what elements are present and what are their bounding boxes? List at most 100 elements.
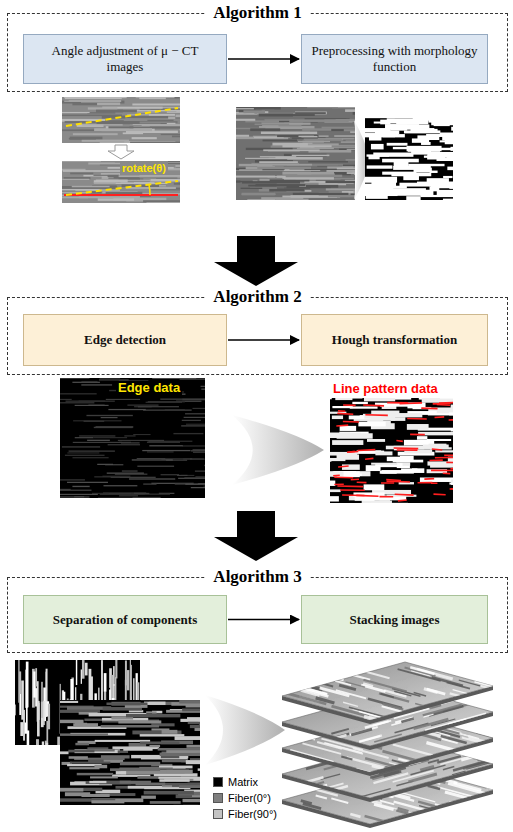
fiber-streak [241, 193, 275, 195]
fiber-streak [475, 681, 502, 688]
fiber-streak [132, 137, 157, 139]
fiber-streak [321, 774, 341, 779]
fiber-streak [425, 759, 451, 766]
fiber-streak [36, 739, 39, 745]
fiber-streak [380, 694, 393, 698]
fiber-streak [161, 134, 180, 135]
fiber-streak [486, 782, 513, 790]
fiber-streak [191, 450, 205, 451]
fiber-streak [277, 187, 310, 188]
fiber-streak [346, 140, 355, 141]
fiber-streak [162, 759, 188, 762]
fiber-streak [161, 474, 180, 475]
fiber-streak [81, 384, 112, 385]
fiber-streak [263, 149, 319, 151]
fiber-streak [99, 378, 120, 379]
fiber-streak [277, 135, 318, 137]
fiber-streak [415, 717, 457, 728]
fiber-streak [297, 148, 334, 149]
fiber-streak [149, 114, 175, 116]
fiber-streak [156, 177, 180, 178]
process-box: Edge detection [23, 314, 227, 366]
group-title: Algorithm 3 [205, 567, 309, 587]
fiber-streak [427, 439, 451, 441]
fiber-streak [195, 476, 205, 477]
fiber-streak [371, 182, 396, 188]
fiber-streak [67, 482, 108, 483]
fiber-streak [306, 185, 338, 188]
fiber-streak [443, 199, 453, 200]
fiber-streak [201, 389, 205, 390]
fiber-streak [186, 760, 200, 764]
fiber-streak [426, 743, 459, 752]
hough-line [338, 465, 348, 467]
fiber-streak [483, 776, 513, 787]
fiber-streak [471, 810, 501, 818]
fiber-streak [427, 779, 463, 789]
fiber-streak [493, 718, 513, 725]
hough-line [421, 407, 437, 409]
fiber-streak [73, 723, 98, 726]
fiber-streak [404, 130, 440, 133]
fiber-streak [108, 126, 133, 128]
fiber-streak [472, 809, 506, 818]
fiber-streak [257, 167, 311, 169]
ct-image [236, 107, 355, 200]
fiber-streak [488, 778, 503, 782]
fiber-streak [62, 115, 122, 117]
fiber-streak [350, 406, 378, 408]
fiber-streak [303, 804, 321, 809]
fiber-streak [438, 787, 475, 797]
angle-annotation: rotate(θ) [120, 161, 168, 175]
legend-text: Fiber(0°) [228, 791, 271, 805]
fiber-streak [412, 730, 439, 738]
process-box: Angle adjustment of μ − CT images [23, 34, 227, 84]
fiber-streak [330, 452, 357, 456]
fiber-streak [417, 711, 427, 714]
fiber-streak [167, 112, 180, 113]
fiber-streak [476, 778, 500, 785]
algorithm-group: Algorithm 1Angle adjustment of μ − CT im… [7, 13, 508, 92]
fiber-streak [316, 795, 327, 798]
fiber-streak [473, 799, 490, 804]
fiber-streak [245, 158, 294, 159]
legend-swatch [213, 777, 223, 787]
tilt-reference-line [66, 181, 178, 195]
fiber-streak [477, 749, 513, 760]
fiber-streak [60, 393, 97, 394]
fiber-streak [325, 821, 361, 831]
fiber-streak [182, 399, 205, 400]
fiber-streak [72, 486, 89, 487]
fiber-streak [340, 426, 356, 431]
fiber-streak [68, 750, 94, 753]
fiber-streak [62, 161, 101, 162]
fiber-streak [292, 155, 330, 157]
fiber-streak [393, 166, 431, 170]
fiber-streak [451, 428, 453, 431]
fiber-streak [491, 725, 513, 734]
fiber-streak [493, 707, 513, 714]
fiber-streak [373, 152, 413, 156]
legend-text: Matrix [228, 775, 258, 789]
fiber-streak [480, 686, 512, 695]
fiber-streak [239, 164, 273, 166]
fiber-streak [104, 673, 107, 691]
fiber-streak [332, 416, 343, 420]
fiber-streak [479, 768, 513, 778]
fiber-streak [381, 470, 414, 474]
fiber-streak [449, 802, 488, 813]
hough-line [338, 410, 345, 412]
fiber-streak [150, 801, 181, 804]
fiber-streak [434, 813, 467, 822]
fiber-streak [77, 773, 113, 775]
fiber-streak [142, 450, 190, 451]
fiber-streak [483, 720, 513, 732]
fiber-streak [356, 769, 391, 779]
fiber-streak [451, 127, 453, 131]
box-label: Preprocessing with morphology function [310, 43, 479, 75]
fiber-streak [410, 733, 437, 741]
fiber-streak [401, 719, 413, 722]
group-title: Algorithm 2 [205, 287, 309, 307]
fiber-streak [66, 401, 115, 402]
fiber-streak [120, 196, 140, 199]
